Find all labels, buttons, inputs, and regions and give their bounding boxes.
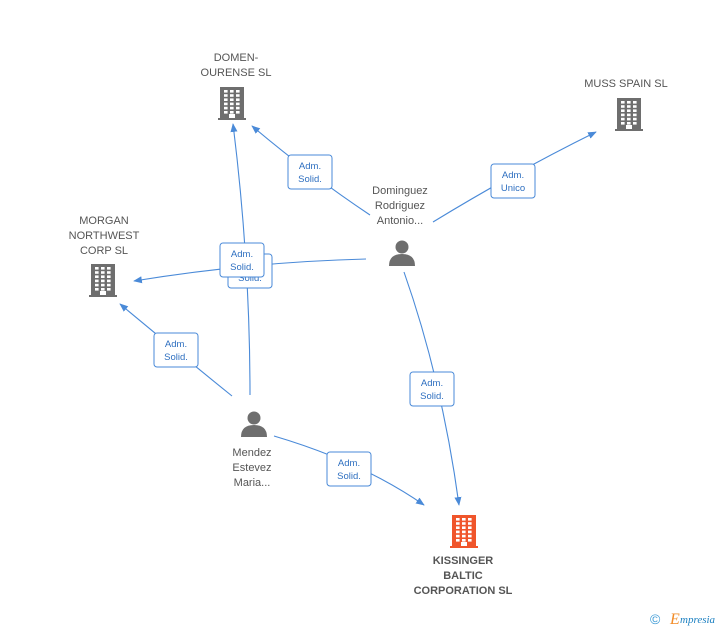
- edge-label-men-morgan[interactable]: Adm. Solid.: [153, 332, 199, 368]
- edge-label-text: Solid.: [420, 391, 444, 402]
- person-node-mendez[interactable]: MendezEstevezMaria...: [232, 411, 272, 490]
- edge-labels-layer: Adm.Solid.Adm.UnicoAdm.Solid.Adm.Solid.A…: [153, 154, 536, 487]
- edge-label-box: [153, 332, 199, 368]
- person-name-line: Rodriguez: [375, 200, 425, 212]
- company-node-domen[interactable]: DOMEN- OURENSE SL: [201, 52, 272, 120]
- edge-label-box: [326, 451, 372, 487]
- person-icon: [241, 411, 267, 437]
- company-name-line: OURENSE SL: [201, 67, 272, 79]
- edge-label-dom-kiss[interactable]: Adm. Solid.: [409, 371, 455, 407]
- company-name-line: KISSINGER: [433, 555, 494, 567]
- person-name-line: Estevez: [232, 462, 271, 474]
- company-name-line: MORGAN: [79, 215, 129, 227]
- edge-label-box: [409, 371, 455, 407]
- building-icon: [89, 264, 117, 297]
- person-name-line: Maria...: [234, 477, 271, 489]
- edge-label-text: Solid.: [298, 174, 322, 185]
- building-icon: [450, 515, 478, 548]
- brand-initial: E: [669, 611, 680, 628]
- edge-label-text: Solid.: [230, 262, 254, 273]
- edge-label-box: [287, 154, 333, 190]
- company-node-morgan[interactable]: MORGAN NORTHWEST CORP SL: [69, 215, 140, 297]
- person-name-line: Antonio...: [377, 215, 423, 227]
- building-icon: [615, 98, 643, 131]
- edge-label-box: [490, 163, 536, 199]
- edge-label-men-kiss[interactable]: Adm. Solid.: [326, 451, 372, 487]
- person-icon: [389, 240, 415, 266]
- company-name-line: NORTHWEST: [69, 230, 140, 242]
- edge-label-dom-muss[interactable]: Adm. Unico: [490, 163, 536, 199]
- company-name-line: DOMEN-: [214, 52, 259, 64]
- edge-label-text: Adm.: [299, 161, 321, 172]
- company-node-kissinger[interactable]: KISSINGER BALTIC CORPORATION SL: [414, 515, 513, 597]
- nodes-layer: DOMEN- OURENSE SL MUSS SPAIN SL MORGAN NORTH…: [69, 52, 668, 597]
- copyright-symbol: ©: [650, 611, 661, 627]
- edge-label-text: Solid.: [164, 352, 188, 363]
- edge-label-dom-domen[interactable]: Adm. Solid.: [287, 154, 333, 190]
- person-name-line: Dominguez: [372, 185, 428, 197]
- company-name-line: MUSS SPAIN SL: [584, 78, 668, 90]
- person-node-dominguez[interactable]: DominguezRodriguezAntonio...: [372, 185, 428, 266]
- company-name-line: BALTIC: [443, 570, 483, 582]
- edge-label-text: Adm.: [231, 249, 253, 260]
- building-icon: [218, 87, 246, 120]
- company-name-line: CORPORATION SL: [414, 585, 513, 597]
- company-node-muss[interactable]: MUSS SPAIN SL: [584, 78, 668, 131]
- edge-label-box: [219, 242, 265, 278]
- person-name-line: Mendez: [232, 447, 271, 459]
- edge-label-men-domen[interactable]: Adm. Solid.: [219, 242, 265, 278]
- edge-label-text: Unico: [501, 183, 525, 194]
- edge-label-text: Solid.: [238, 273, 262, 284]
- edge-label-text: Solid.: [337, 471, 361, 482]
- company-name-line: CORP SL: [80, 245, 128, 257]
- brand-name: mpresia: [680, 614, 716, 626]
- edge-label-text: Adm.: [338, 458, 360, 469]
- empresia-watermark[interactable]: © E mpresia: [650, 611, 716, 628]
- edge-label-text: Adm.: [502, 170, 524, 181]
- edge-label-text: Adm.: [165, 339, 187, 350]
- edge-label-text: Adm.: [421, 378, 443, 389]
